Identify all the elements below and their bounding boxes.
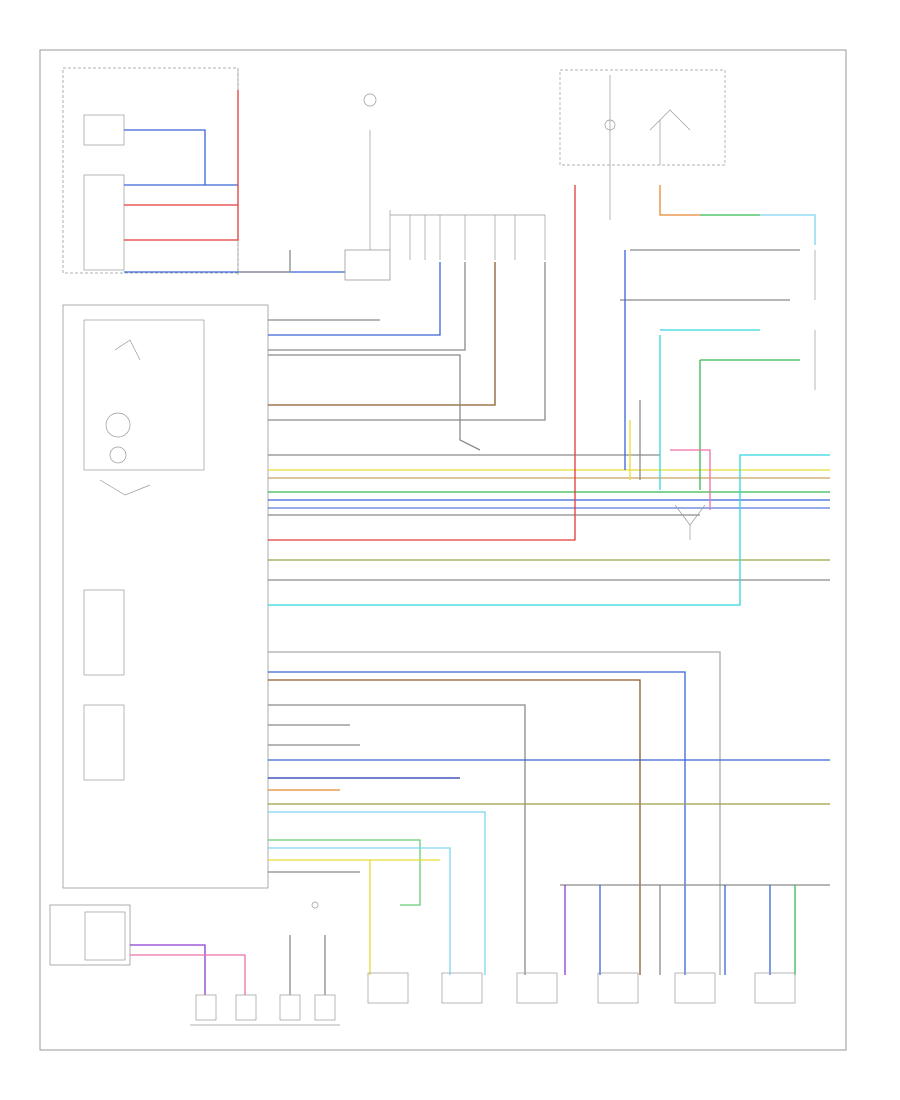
wire-gray-c (268, 262, 546, 421)
wire-pink-rc (670, 449, 711, 510)
wire-blue-d (268, 671, 686, 975)
wire-cyan-a (268, 454, 830, 606)
connector-row-top (390, 214, 546, 260)
connector-2 (235, 994, 257, 1021)
wire-brown-c (268, 679, 641, 975)
top-right-wires (620, 185, 816, 301)
wire-orange (659, 185, 700, 216)
main-module-outer (62, 304, 269, 889)
wire-gray-i (268, 704, 526, 975)
top-left-module (62, 67, 239, 275)
wire-green-b (268, 839, 421, 906)
wire-gray-b (268, 262, 466, 351)
switch-cluster-top (83, 319, 205, 471)
wire-red-2 (124, 90, 239, 241)
bottom-left-wires (130, 935, 326, 995)
connector-4 (314, 994, 336, 1021)
top-left-switch-box (83, 174, 125, 271)
wire-brown-a (268, 262, 496, 406)
relay-block (344, 93, 391, 281)
wire-lightblue-a (268, 811, 486, 975)
bottom-bus (560, 884, 830, 975)
wire-blue-a (268, 262, 441, 336)
wire-lightblue-b (268, 847, 451, 975)
wire-cyan-tr (760, 214, 816, 245)
bottom-connectors (190, 901, 796, 1026)
wire-blue-1 (124, 129, 206, 185)
switch-cluster-mid (83, 589, 125, 676)
connector-1 (195, 994, 217, 1021)
switch-cluster-low (83, 704, 125, 781)
right-center-connector (674, 504, 706, 540)
wire-red-main (268, 185, 576, 541)
wire-gray-h (268, 651, 721, 975)
diagram-frame (39, 49, 847, 1051)
actuator-5 (674, 972, 716, 1004)
actuator-2 (441, 972, 483, 1004)
main-harness-wires (268, 185, 830, 975)
actuator-6 (754, 972, 796, 1004)
motor-symbol-1 (105, 412, 131, 438)
wire-pink-bl (130, 954, 246, 995)
right-center-wires (624, 250, 800, 510)
main-module (62, 304, 269, 889)
top-left-sensor-box (83, 114, 125, 146)
wire-gray-relay (238, 250, 291, 273)
actuator-4 (597, 972, 639, 1004)
actuator-1 (367, 972, 409, 1004)
bottom-left-module (49, 904, 131, 966)
wire-purple-bl (130, 944, 206, 995)
wire-gray-d (268, 354, 481, 451)
motor-symbol-2 (109, 446, 127, 464)
top-right-module (559, 69, 726, 220)
actuator-3 (516, 972, 558, 1004)
connector-3 (279, 994, 301, 1021)
top-left-wires (124, 90, 345, 273)
